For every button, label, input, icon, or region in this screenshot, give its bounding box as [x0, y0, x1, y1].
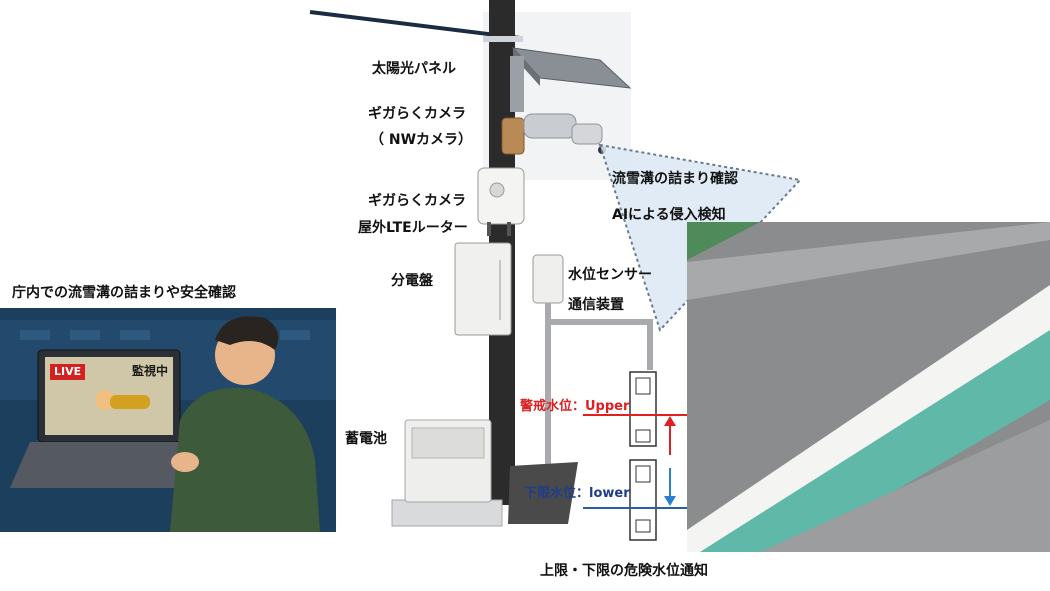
monitoring-label: 監視中	[132, 362, 168, 380]
detect-label-2: AIによる侵入検知	[612, 206, 726, 224]
live-badge: LIVE	[50, 364, 85, 380]
camera-label: ギガらくカメラ	[368, 105, 466, 123]
snow-channel-photo	[687, 222, 1050, 552]
water-level-sensor-upper	[630, 372, 656, 446]
router-label-2: 屋外LTEルーター	[358, 219, 468, 237]
water-sensor-label-1: 水位センサー	[568, 266, 652, 284]
upper-level-label: 警戒水位：Upper	[520, 398, 629, 416]
pole-clamp	[483, 36, 523, 42]
water-sensor-label-2: 通信装置	[568, 296, 624, 314]
water-level-sensor-lower	[630, 460, 656, 540]
danger-notice-label: 上限・下限の危険水位通知	[540, 562, 708, 580]
arrow-up-icon	[664, 416, 676, 455]
camera-sub-label: （ NWカメラ）	[370, 131, 472, 149]
distribution-board-label: 分電盤	[391, 272, 433, 290]
detect-label-1: 流雪溝の詰まり確認	[612, 170, 738, 188]
arrow-down-icon	[664, 468, 676, 506]
solar-panel-label: 太陽光パネル	[372, 60, 456, 78]
office-monitoring-illustration	[0, 308, 336, 532]
battery-icon	[392, 420, 502, 526]
battery-label: 蓄電池	[345, 430, 387, 448]
office-caption: 庁内での流雪溝の詰まりや安全確認	[12, 284, 236, 302]
lower-level-label: 下限水位：lower	[524, 485, 630, 503]
router-label-1: ギガらくカメラ	[368, 192, 466, 210]
distribution-board-icon	[455, 243, 511, 335]
